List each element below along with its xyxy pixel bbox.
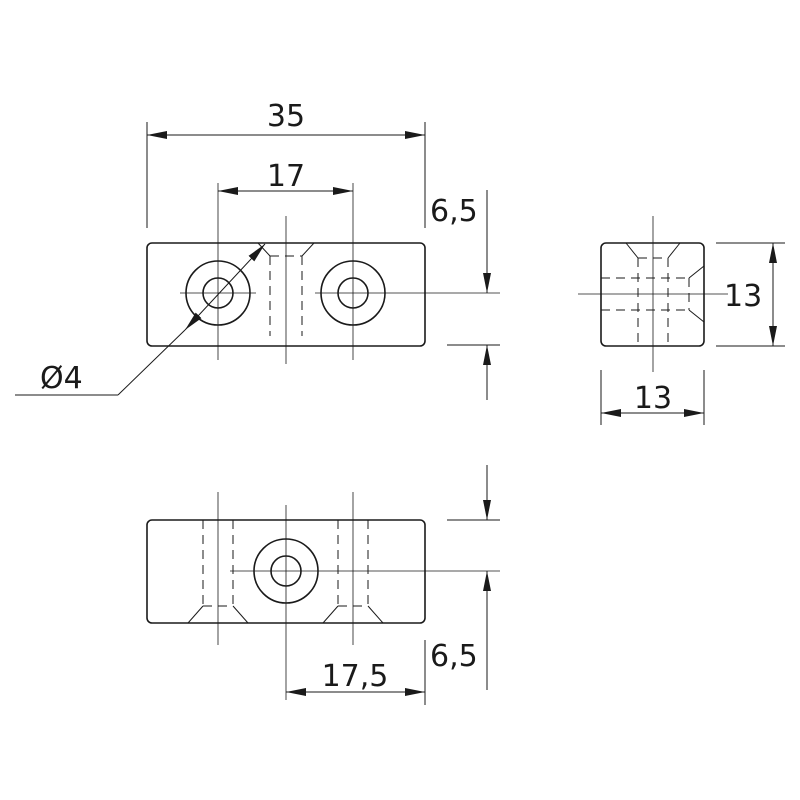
- dim-17-5: 17,5: [286, 640, 426, 705]
- dim-17: 17: [218, 159, 353, 195]
- bottom-view: 6,5 17,5: [146, 465, 500, 705]
- bottom-left-hidden-bore: [187, 492, 249, 645]
- dim-17-5-label: 17,5: [322, 659, 389, 694]
- dim-6-5-top-label: 6,5: [430, 194, 478, 229]
- bottom-center-hole: [230, 505, 500, 700]
- dim-13-horizontal-label: 13: [634, 381, 672, 416]
- top-left-hole: [180, 183, 256, 360]
- dim-35: 35: [146, 99, 426, 228]
- top-right-hole: [315, 183, 500, 360]
- dim-diameter: Ø4: [15, 243, 266, 396]
- bottom-right-hidden-bore: [322, 492, 384, 645]
- top-view: 35 17 6,5 Ø4: [15, 99, 500, 400]
- dim-6-5-top: 6,5: [430, 190, 500, 400]
- side-hidden-features: [578, 216, 728, 372]
- side-view-body: [600, 242, 705, 347]
- dim-35-label: 35: [267, 99, 305, 134]
- top-hidden-bore: [257, 216, 315, 364]
- dim-6-5-bottom: 6,5: [430, 465, 500, 690]
- dim-13-vertical-label: 13: [724, 279, 762, 314]
- side-view: 13 13: [578, 216, 785, 425]
- dim-17-label: 17: [267, 159, 305, 194]
- dim-13-vertical: 13: [716, 242, 785, 347]
- dim-6-5-bottom-label: 6,5: [430, 639, 478, 674]
- dim-13-horizontal: 13: [600, 370, 705, 425]
- dim-diameter-label: Ø4: [40, 361, 83, 396]
